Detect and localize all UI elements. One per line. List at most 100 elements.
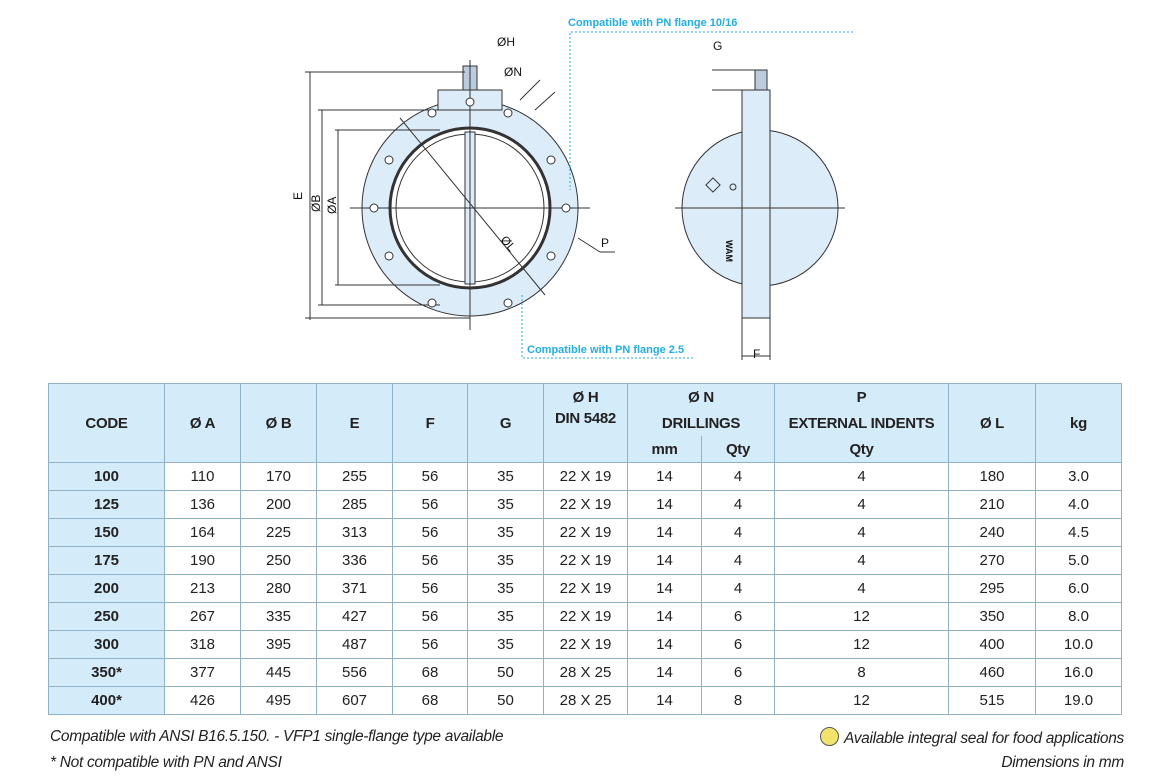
value-cell: 170 [240,462,317,491]
value-cell: 460 [948,658,1036,687]
value-cell: 8 [701,686,775,715]
value-cell: 285 [316,490,393,519]
value-cell: 8 [774,658,949,687]
value-cell: 6.0 [1035,574,1122,603]
value-cell: 16.0 [1035,658,1122,687]
code-cell: 125 [48,490,165,519]
value-cell: 14 [627,602,702,631]
code-cell: 150 [48,518,165,547]
value-cell: 56 [392,490,468,519]
value-cell: 22 X 19 [543,630,628,659]
valve-drawing: Compatible with PN flange 10/16 Compatib… [291,17,853,361]
value-cell: 250 [240,546,317,575]
value-cell: 4 [701,490,775,519]
value-cell: 4 [701,462,775,491]
not-compatible-note: * Not compatible with PN and ANSI [50,754,282,771]
value-cell: 14 [627,490,702,519]
value-cell: 240 [948,518,1036,547]
value-cell: 4 [701,518,775,547]
header-n-drillings: DRILLINGS [627,410,775,436]
value-cell: 50 [467,658,544,687]
value-cell: 350 [948,602,1036,631]
value-cell: 68 [392,686,468,715]
value-cell: 335 [240,602,317,631]
brand-mark: WAM [724,240,734,262]
side-view [675,69,845,360]
value-cell: 190 [164,546,241,575]
value-cell: 487 [316,630,393,659]
value-cell: 371 [316,574,393,603]
value-cell: 56 [392,518,468,547]
value-cell: 56 [392,602,468,631]
value-cell: 318 [164,630,241,659]
header-h-din: DIN 5482 [543,410,628,463]
value-cell: 445 [240,658,317,687]
value-cell: 14 [627,462,702,491]
f-label: F [753,347,760,361]
value-cell: 313 [316,518,393,547]
value-cell: 22 X 19 [543,490,628,519]
header-code: CODE [48,383,165,463]
value-cell: 110 [164,462,241,491]
food-seal-icon [819,727,839,746]
value-cell: 10.0 [1035,630,1122,659]
value-cell: 4 [774,518,949,547]
value-cell: 225 [240,518,317,547]
value-cell: 426 [164,686,241,715]
code-cell: 400* [48,686,165,715]
header-n-qty: Qty [701,436,775,463]
value-cell: 4 [774,546,949,575]
pn-10-16-label: Compatible with PN flange 10/16 [568,17,737,29]
value-cell: 6 [701,630,775,659]
value-cell: 22 X 19 [543,462,628,491]
header-f: F [392,383,468,463]
value-cell: 56 [392,574,468,603]
value-cell: 56 [392,630,468,659]
pn-2-5-label: Compatible with PN flange 2.5 [527,344,684,356]
header-kg: kg [1035,383,1122,463]
food-seal-note: Available integral seal for food applica… [843,730,1124,747]
value-cell: 35 [467,518,544,547]
value-cell: 28 X 25 [543,658,628,687]
value-cell: 210 [948,490,1036,519]
value-cell: 68 [392,658,468,687]
value-cell: 377 [164,658,241,687]
value-cell: 35 [467,490,544,519]
value-cell: 164 [164,518,241,547]
g-label: G [713,39,722,53]
dimensions-table: CODE Ø A Ø B E F G Ø H Ø N P Ø L kg DIN … [48,383,1122,715]
value-cell: 35 [467,574,544,603]
value-cell: 14 [627,658,702,687]
value-cell: 270 [948,546,1036,575]
value-cell: 295 [948,574,1036,603]
value-cell: 56 [392,546,468,575]
value-cell: 4 [774,462,949,491]
value-cell: 213 [164,574,241,603]
code-cell: 100 [48,462,165,491]
value-cell: 22 X 19 [543,574,628,603]
value-cell: 35 [467,546,544,575]
code-cell: 200 [48,574,165,603]
value-cell: 4.5 [1035,518,1122,547]
ob-label: ØB [309,195,323,212]
value-cell: 4 [701,546,775,575]
code-cell: 350* [48,658,165,687]
value-cell: 607 [316,686,393,715]
oh-label: ØH [497,35,515,49]
value-cell: 35 [467,602,544,631]
value-cell: 6 [701,658,775,687]
value-cell: 4 [774,574,949,603]
value-cell: 3.0 [1035,462,1122,491]
code-cell: 250 [48,602,165,631]
value-cell: 14 [627,546,702,575]
header-h: Ø H [543,383,628,410]
value-cell: 336 [316,546,393,575]
value-cell: 12 [774,686,949,715]
value-cell: 14 [627,518,702,547]
value-cell: 8.0 [1035,602,1122,631]
header-p-qty: Qty [774,436,949,463]
